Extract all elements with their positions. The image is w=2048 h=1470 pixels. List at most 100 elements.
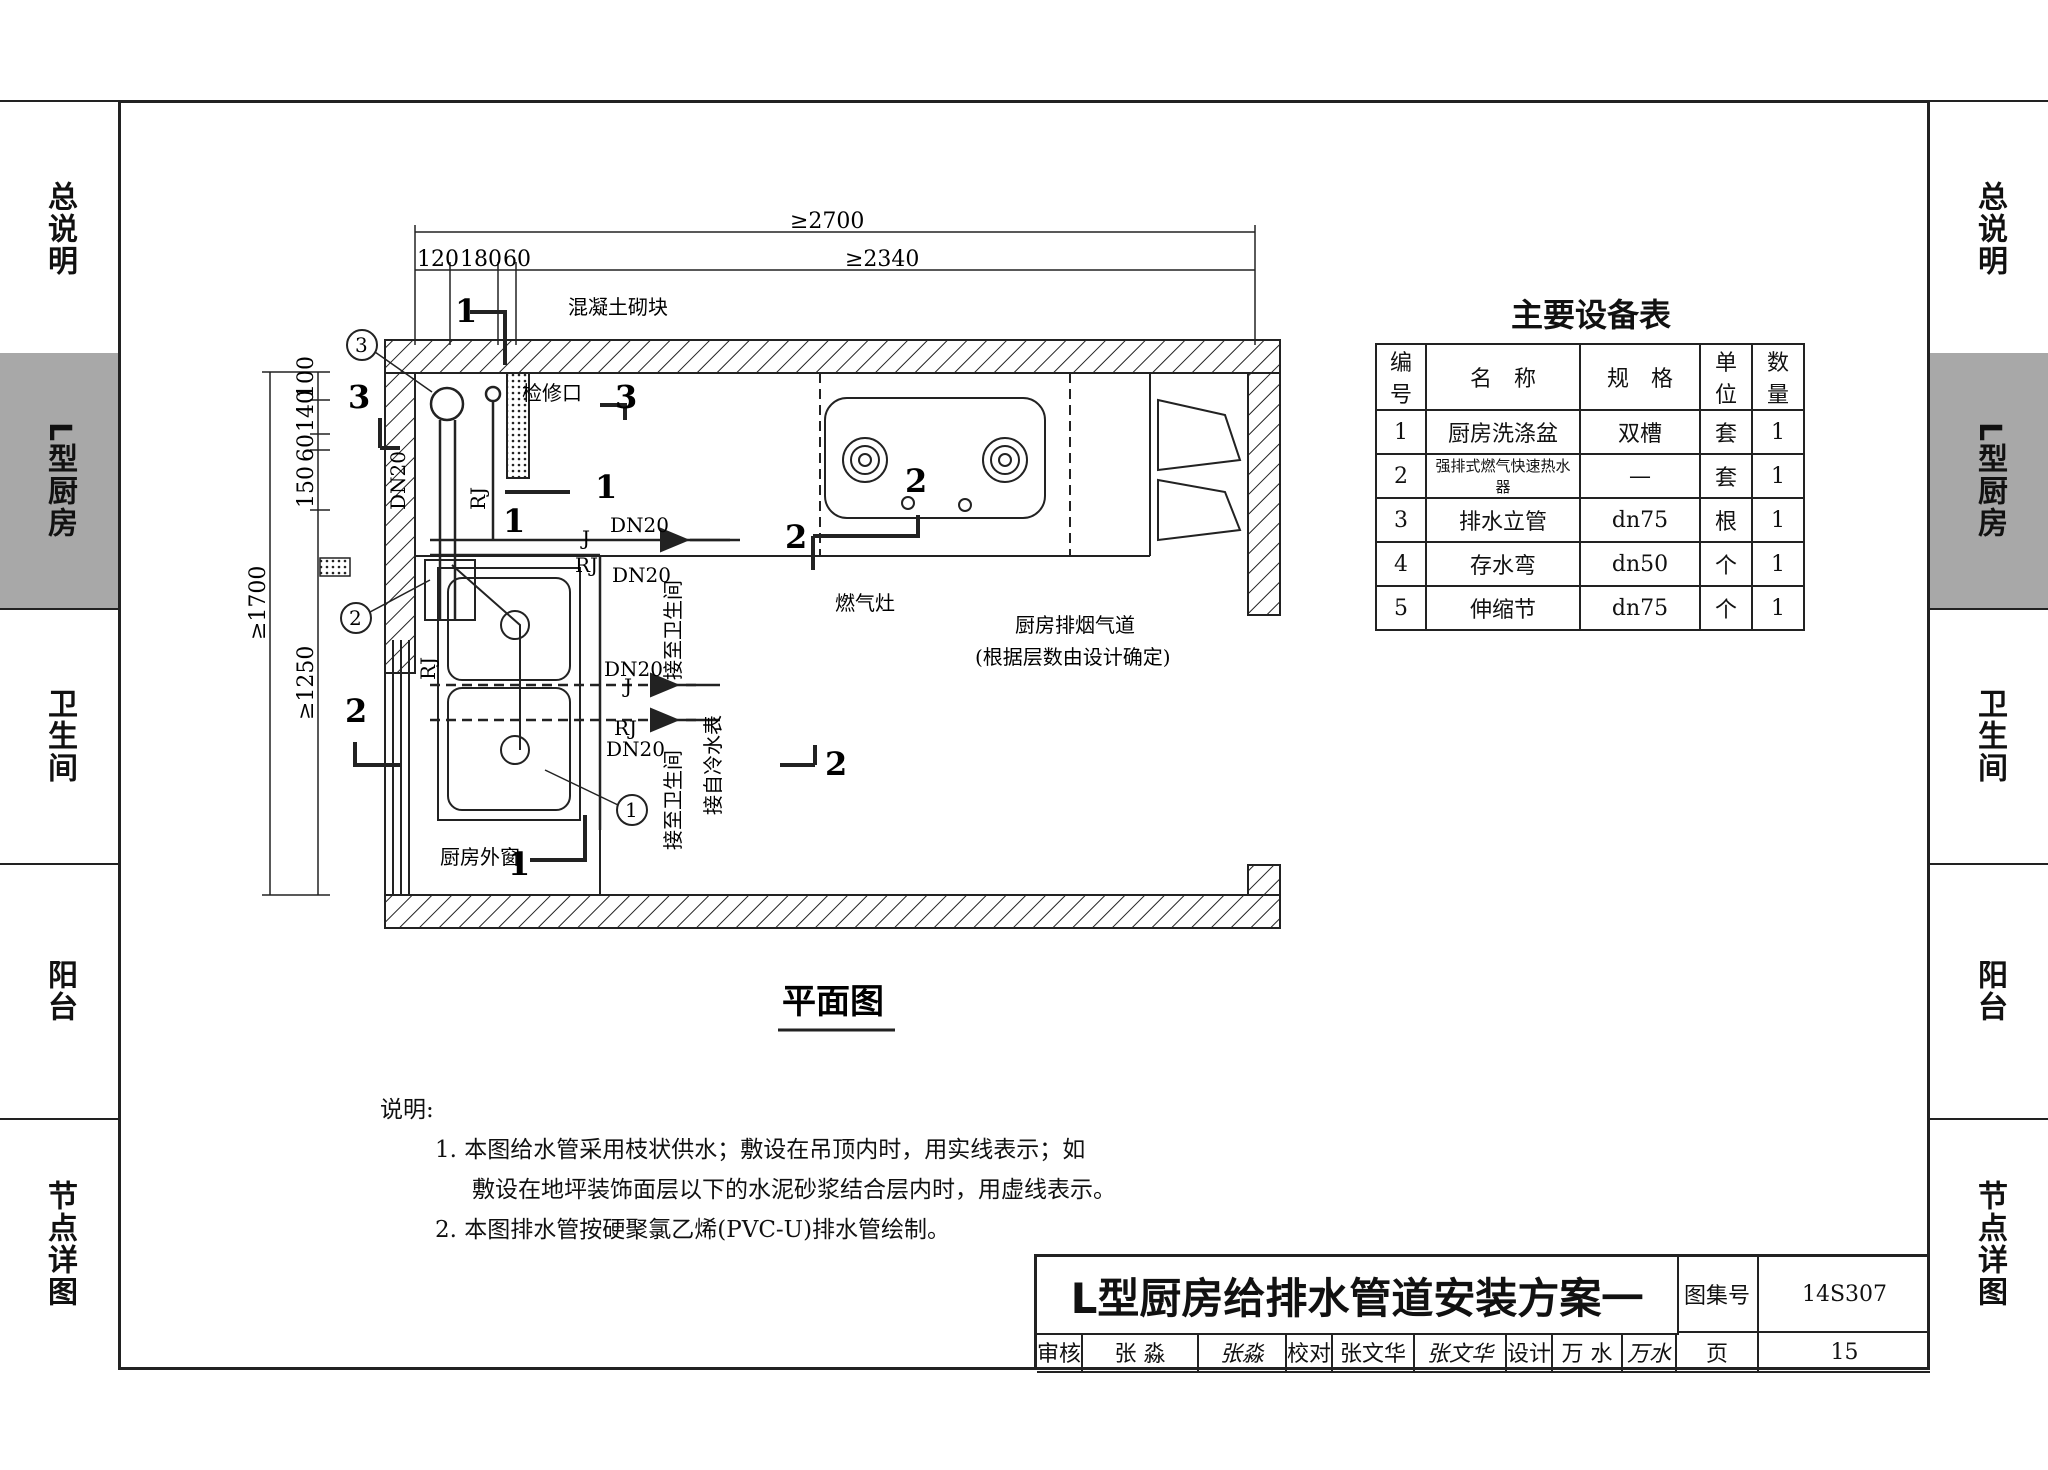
dim-height-sub: ≥1250: [294, 646, 319, 720]
checker-signature: 张文华: [1415, 1333, 1507, 1373]
label-rj3: RJ: [466, 487, 490, 510]
cell: 1: [1751, 497, 1805, 543]
review-label: 审核: [1037, 1333, 1083, 1373]
section-mark-3a: 3: [348, 378, 370, 416]
callout-1: 1: [625, 798, 638, 822]
kitchen-window: [384, 640, 410, 895]
label-dn20-d: DN20: [606, 737, 665, 761]
label-to-bath-1: 接至卫生间: [661, 580, 685, 680]
cell: 强排式燃气快速热水器: [1425, 453, 1581, 499]
plan-annotations: 混凝土砌块 检修口 燃气灶 厨房排烟气道 (根据层数由设计确定) 厨房外窗 DN…: [386, 295, 1171, 869]
table-header-row: 编号 名 称 规 格 单位 数量: [1375, 343, 1805, 411]
side-tab-details[interactable]: 节点详图: [1930, 1118, 2048, 1370]
table-row: 3 排水立管 dn75 根 1: [1375, 497, 1805, 543]
drawing-title: L型厨房给排水管道安装方案一: [1037, 1257, 1679, 1335]
equipment-table: 编号 名 称 规 格 单位 数量 1 厨房洗涤盆 双槽 套 1 2 强排式燃气快…: [1375, 343, 1805, 631]
side-tab-label: 阳台: [42, 958, 77, 1023]
header-no: 编号: [1375, 343, 1427, 411]
reviewer-name: 张 淼: [1083, 1333, 1199, 1373]
label-from-cold: 接自冷水表: [701, 715, 725, 815]
label-dn20-c: DN20: [604, 657, 663, 681]
note-1-line-2: 敷设在地坪装饰面层以下的水泥砂浆结合层内时，用虚线表示。: [472, 1177, 1116, 1203]
side-tab-l-kitchen[interactable]: L型厨房: [1930, 353, 2048, 610]
cell: 排水立管: [1425, 497, 1581, 543]
dim-height-total: ≥1700: [246, 566, 271, 640]
side-tab-details[interactable]: 节点详图: [0, 1118, 118, 1370]
section-mark-2c: 2: [905, 462, 927, 500]
side-tab-label: 阳台: [1972, 958, 2007, 1023]
section-mark-3b: 3: [615, 378, 637, 416]
side-tab-bathroom[interactable]: 卫生间: [1930, 608, 2048, 865]
cell: 套: [1699, 409, 1753, 455]
dim-60v: 60: [294, 434, 319, 462]
side-tab-l-kitchen[interactable]: L型厨房: [0, 353, 118, 610]
page-label: 页: [1677, 1333, 1759, 1373]
double-sink: [437, 564, 581, 821]
cell: 1: [1751, 585, 1805, 631]
label-j2: J: [622, 674, 632, 698]
label-block: 混凝土砌块: [568, 295, 668, 319]
section-mark-2d: 2: [825, 745, 847, 783]
side-tab-bathroom[interactable]: 卫生间: [0, 608, 118, 865]
side-tab-label: 卫生间: [42, 687, 77, 784]
label-dn20-e: DN20: [386, 451, 410, 510]
cell: 5: [1375, 585, 1427, 631]
label-flue-1: 厨房排烟气道: [1015, 613, 1135, 637]
cell: 1: [1751, 541, 1805, 587]
label-to-bath-2: 接至卫生间: [661, 750, 685, 850]
section-mark-1a: 1: [455, 292, 477, 330]
section-mark-1d: 1: [508, 845, 530, 883]
equipment-table-title: 主要设备表: [1510, 296, 1671, 334]
dim-180: 180: [460, 247, 502, 272]
design-label: 设计: [1507, 1333, 1553, 1373]
label-stove: 燃气灶: [835, 591, 895, 615]
label-dn20-b: DN20: [612, 563, 671, 587]
label-rj4: RJ: [416, 657, 440, 680]
label-dn20-a: DN20: [610, 513, 669, 537]
check-label: 校对: [1287, 1333, 1333, 1373]
side-tab-label: 总说明: [42, 180, 77, 277]
side-tab-balcony[interactable]: 阳台: [0, 863, 118, 1120]
walls: [384, 339, 1281, 929]
title-block: L型厨房给排水管道安装方案一 图集号 14S307 审核 张 淼 张淼 校对 张…: [1034, 1254, 1930, 1373]
cell: 3: [1375, 497, 1427, 543]
cell: 根: [1699, 497, 1753, 543]
header-unit: 单位: [1699, 343, 1753, 411]
cell: —: [1579, 453, 1701, 499]
side-tab-balcony[interactable]: 阳台: [1930, 863, 2048, 1120]
notes: 说明: 1. 本图给水管采用枝状供水；敷设在吊顶内时，用实线表示；如 敷设在地坪…: [380, 1090, 1116, 1250]
cell: 2: [1375, 453, 1427, 499]
header-spec: 规 格: [1579, 343, 1701, 411]
cell: 厨房洗涤盆: [1425, 409, 1581, 455]
dimension-lines: [262, 225, 1256, 896]
section-mark-labels: 1 1 1 1 2 2 2 2 3 3: [345, 292, 927, 883]
dim-140: 140: [294, 390, 319, 432]
plan-caption: 平面图: [778, 982, 895, 1032]
side-tab-label: 节点详图: [1972, 1180, 2007, 1308]
page-number: 15: [1759, 1333, 1930, 1373]
header-name: 名 称: [1425, 343, 1581, 411]
reviewer-signature: 张淼: [1199, 1333, 1287, 1373]
dim-overall: ≥2700: [790, 209, 864, 234]
drawing-frame: [118, 100, 1930, 1370]
cell: 1: [1751, 409, 1805, 455]
cell: 双槽: [1579, 409, 1701, 455]
dim-120: 120: [417, 247, 459, 272]
callout-2: 2: [349, 606, 362, 630]
cell: dn75: [1579, 497, 1701, 543]
cell: 1: [1751, 453, 1805, 499]
side-tab-label: 总说明: [1972, 180, 2007, 277]
cell: dn75: [1579, 585, 1701, 631]
table-row: 2 强排式燃气快速热水器 — 套 1: [1375, 453, 1805, 499]
cell: 1: [1375, 409, 1427, 455]
note-1-line-1: 1. 本图给水管采用枝状供水；敷设在吊顶内时，用实线表示；如: [435, 1137, 1086, 1163]
dim-inner: ≥2340: [845, 247, 919, 272]
side-tab-label: L型厨房: [42, 421, 77, 540]
cell: 个: [1699, 585, 1753, 631]
designer-name: 万 水: [1553, 1333, 1623, 1373]
dim-100: 100: [294, 356, 319, 398]
cell: dn50: [1579, 541, 1701, 587]
label-rj1: RJ: [575, 553, 598, 577]
cell: 4: [1375, 541, 1427, 587]
